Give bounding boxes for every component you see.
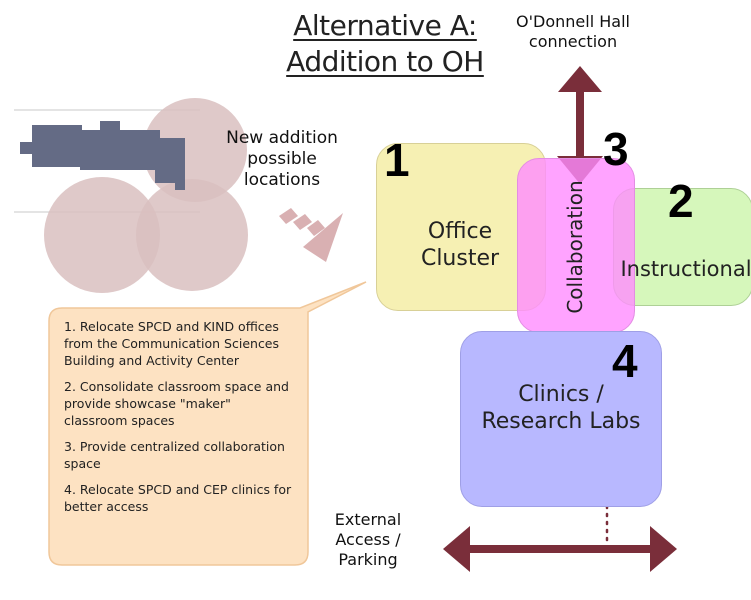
- hatched-arrow: [279, 208, 343, 262]
- new-addition-label: New addition possible locations: [226, 128, 338, 190]
- location-circle-2: [136, 179, 248, 291]
- callout-item: 1. Relocate SPCD and KIND offices from t…: [64, 319, 280, 368]
- connection-label: O'Donnell Hall connection: [516, 12, 630, 51]
- zone-number-1: 1: [384, 134, 410, 186]
- zone-office-cluster-label: Office Cluster: [420, 219, 500, 271]
- zone-clinics: [460, 331, 662, 507]
- zone-instructional-label: Instructional: [620, 257, 751, 281]
- building-plan: [20, 121, 185, 190]
- zone-number-3: 3: [603, 123, 629, 175]
- callout-bubble: [48, 281, 367, 566]
- callout-list: 1. Relocate SPCD and KIND offices from t…: [64, 318, 292, 524]
- diagram-title: Alternative A: Addition to OH: [260, 8, 510, 80]
- zone-collaboration-label: Collaboration: [563, 180, 587, 314]
- callout-item: 3. Provide centralized collaboration spa…: [64, 439, 285, 471]
- title-line-1: Alternative A:: [293, 9, 477, 42]
- title-line-2: Addition to OH: [286, 45, 484, 78]
- zone-instructional: [613, 188, 751, 306]
- zone-collaboration: [517, 158, 635, 333]
- access-arrow: [443, 526, 677, 572]
- external-access-label: External Access / Parking: [334, 510, 402, 569]
- location-circle-1: [44, 177, 160, 293]
- zone-clinics-label: Clinics / Research Labs: [481, 382, 641, 434]
- zone-number-4: 4: [612, 335, 638, 387]
- callout-item: 2. Consolidate classroom space and provi…: [64, 379, 289, 428]
- callout-item: 4. Relocate SPCD and CEP clinics for bet…: [64, 482, 292, 514]
- zone-number-2: 2: [668, 175, 694, 227]
